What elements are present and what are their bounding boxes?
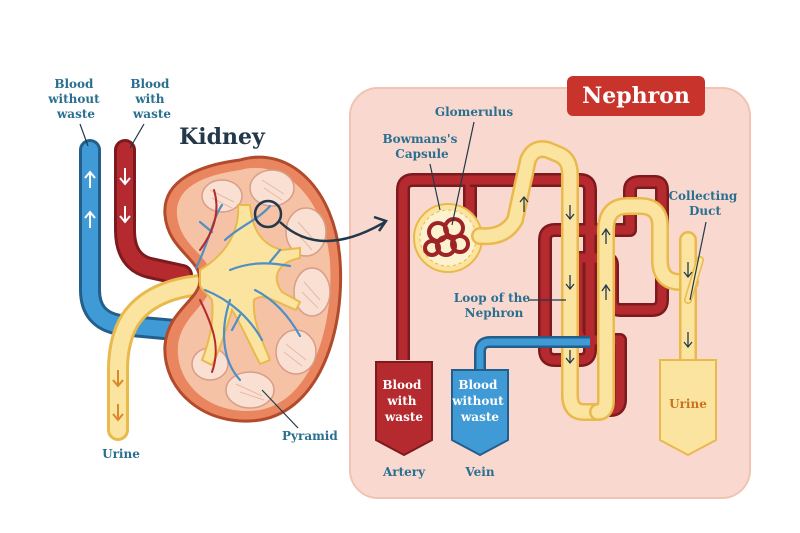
pyramid-label: Pyramid — [282, 429, 338, 443]
artery-sign-line: with — [386, 394, 416, 408]
artery-sign: Blood with waste — [375, 361, 433, 457]
capsule-label-line: Capsule — [395, 147, 449, 161]
tubule-arrow-up-icon — [519, 195, 529, 212]
duct-label-line: Collecting — [668, 189, 737, 203]
urine-sign: Urine — [659, 359, 717, 457]
duct-arrow-down-icon — [683, 262, 693, 279]
capsule-label: Bowmans's Capsule — [382, 132, 461, 161]
vein-label: Blood without waste — [47, 77, 104, 121]
vein-sign-line: waste — [460, 410, 499, 424]
vein-sign-line: without — [451, 394, 504, 408]
glomerulus — [423, 217, 470, 257]
loop-label: Loop of the Nephron — [454, 291, 534, 320]
loop-label-line: Nephron — [465, 306, 524, 320]
zoom-arrow-icon — [279, 220, 386, 243]
urine-sign-label: Urine — [669, 397, 707, 411]
tubule-arrow-down-icon — [565, 275, 575, 291]
artery-arrow-down-icon — [119, 168, 131, 186]
duct-label: Collecting Duct — [668, 189, 741, 218]
urine-arrow-down-icon — [112, 370, 124, 388]
urine-arrow-down-icon — [112, 404, 124, 422]
artery-label: Blood with waste — [130, 77, 173, 121]
duct-arrow-down-icon — [683, 332, 693, 349]
vein-sign-line: Blood — [458, 378, 498, 392]
svg-text:Blood without wast: Blood without waste — [451, 378, 508, 424]
tubule-arrow-up-icon — [601, 227, 611, 244]
vein-label-line: Blood — [54, 77, 94, 91]
nephron-title: Nephron — [582, 83, 690, 109]
artery-label-line: with — [134, 92, 164, 106]
artery-caption: Artery — [382, 465, 426, 479]
vein-arrow-up-icon — [84, 210, 96, 228]
tubule-arrow-down-icon — [565, 350, 575, 365]
artery-sign-line: waste — [384, 410, 423, 424]
vein-arrow-up-icon — [84, 170, 96, 188]
svg-text:Blood with waste: Blood with waste — [382, 378, 425, 424]
vein-label-line: without — [47, 92, 100, 106]
vein-label-line: waste — [56, 107, 95, 121]
glomerulus-label: Glomerulus — [435, 105, 513, 119]
duct-label-line: Duct — [689, 204, 721, 218]
vein-caption: Vein — [464, 465, 494, 479]
tubule-arrow-down-icon — [565, 205, 575, 221]
loop-label-line: Loop of the — [454, 291, 531, 305]
artery-sign-line: Blood — [382, 378, 422, 392]
tubule-arrow-up-icon — [601, 283, 611, 300]
artery-label-line: Blood — [130, 77, 170, 91]
ureter-label: Urine — [102, 447, 140, 461]
zoom-circle — [253, 199, 283, 229]
kidney-title: Kidney — [179, 124, 266, 150]
artery-label-line: waste — [132, 107, 171, 121]
nephron-title-badge: Nephron — [567, 76, 705, 116]
capsule-label-line: Bowmans's — [382, 132, 457, 146]
vein-sign: Blood without waste — [451, 369, 509, 457]
kidney — [163, 155, 343, 423]
artery-arrow-down-icon — [119, 206, 131, 224]
